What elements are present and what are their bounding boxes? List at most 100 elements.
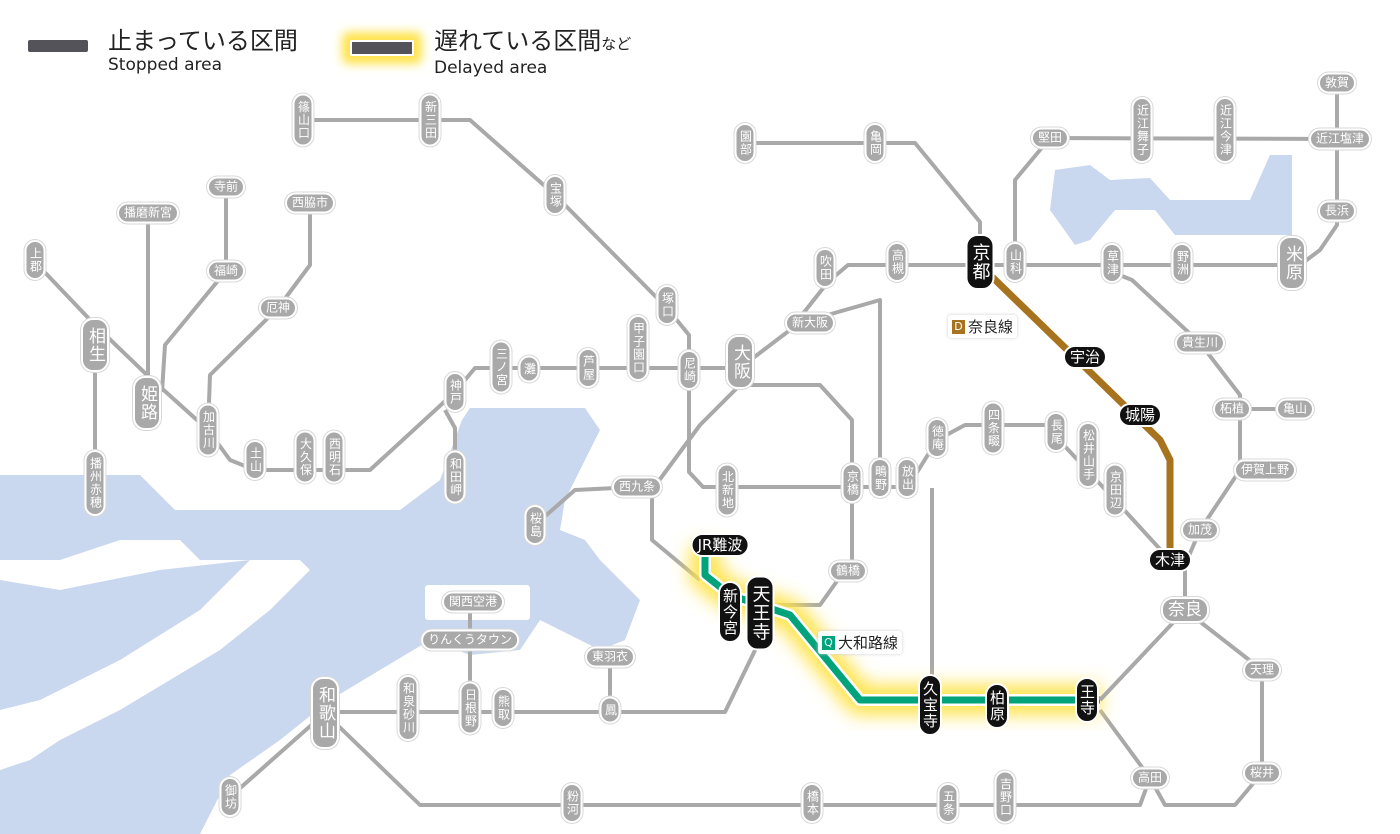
station-normal[interactable]: 御坊 xyxy=(219,777,241,817)
station-normal[interactable]: 播磨新宮 xyxy=(116,202,180,224)
station-affected[interactable]: 王寺 xyxy=(1075,677,1099,723)
station-normal[interactable]: 東羽衣 xyxy=(584,646,636,668)
station-normal[interactable]: 園部 xyxy=(734,123,756,163)
legend-delayed-en: Delayed area xyxy=(434,58,548,78)
station-normal[interactable]: 吉野口 xyxy=(994,770,1016,824)
station-normal[interactable]: 鴫野 xyxy=(869,458,891,498)
station-normal[interactable]: 長浜 xyxy=(1317,200,1357,222)
legend-delayed-suffix: など xyxy=(601,35,632,53)
station-normal[interactable]: 敦賀 xyxy=(1317,72,1357,94)
legend-delayed-jp: 遅れている区間 xyxy=(434,27,602,55)
station-normal[interactable]: 長尾 xyxy=(1045,412,1067,452)
station-normal[interactable]: 寺前 xyxy=(206,176,246,198)
line-name: 大和路線 xyxy=(838,634,899,652)
station-affected[interactable]: 天王寺 xyxy=(745,575,775,651)
station-normal[interactable]: 西脇市 xyxy=(284,192,336,214)
station-normal[interactable]: 姫路 xyxy=(133,376,161,430)
station-normal[interactable]: 灘 xyxy=(518,355,540,383)
station-normal[interactable]: 和田岬 xyxy=(444,450,466,504)
station-normal[interactable]: 西九条 xyxy=(611,476,663,498)
station-normal[interactable]: 桜井 xyxy=(1242,762,1282,784)
station-normal[interactable]: 柘植 xyxy=(1212,398,1252,420)
station-normal[interactable]: 伊賀上野 xyxy=(1233,459,1297,481)
station-normal[interactable]: 加茂 xyxy=(1180,519,1220,541)
line-label-yamatoji[interactable]: Q 大和路線 xyxy=(818,631,903,654)
station-normal[interactable]: 大久保 xyxy=(294,430,316,484)
station-normal[interactable]: 加古川 xyxy=(197,403,219,457)
station-normal[interactable]: 貴生川 xyxy=(1174,332,1226,354)
station-normal[interactable]: 近江今津 xyxy=(1214,97,1236,163)
station-normal[interactable]: 高田 xyxy=(1130,767,1170,789)
station-affected[interactable]: 木津 xyxy=(1147,548,1193,572)
station-normal[interactable]: 四条畷 xyxy=(982,401,1004,455)
station-normal[interactable]: 堅田 xyxy=(1030,127,1070,149)
station-normal[interactable]: 亀山 xyxy=(1275,398,1315,420)
station-normal[interactable]: 播州赤穂 xyxy=(84,450,106,516)
station-normal[interactable]: 土山 xyxy=(244,440,266,480)
station-normal[interactable]: 相生 xyxy=(81,318,109,372)
station-normal[interactable]: 近江舞子 xyxy=(1131,97,1153,163)
station-normal[interactable]: 宝塚 xyxy=(544,175,566,215)
station-normal[interactable]: 神戸 xyxy=(444,372,466,412)
station-normal[interactable]: 福崎 xyxy=(206,260,246,282)
water xyxy=(0,155,1292,834)
legend-stopped-en: Stopped area xyxy=(108,55,223,75)
station-normal[interactable]: 甲子園口 xyxy=(627,315,649,381)
station-normal[interactable]: 関西空港 xyxy=(441,591,505,613)
station-normal[interactable]: 粉河 xyxy=(561,783,583,823)
station-normal[interactable]: りんくうタウン xyxy=(421,629,519,651)
station-normal[interactable]: 塚口 xyxy=(656,285,678,325)
station-normal[interactable]: 草津 xyxy=(1101,243,1123,283)
station-affected[interactable]: 久宝寺 xyxy=(918,674,942,736)
station-normal[interactable]: 大阪 xyxy=(726,335,754,389)
station-normal[interactable]: 和歌山 xyxy=(311,677,339,749)
station-affected[interactable]: 城陽 xyxy=(1117,403,1163,427)
station-normal[interactable]: 奈良 xyxy=(1161,597,1209,623)
station-normal[interactable]: 熊取 xyxy=(492,688,514,728)
line-code-badge: Q xyxy=(822,635,835,650)
station-normal[interactable]: 五条 xyxy=(937,783,959,823)
station-normal[interactable]: 野洲 xyxy=(1171,243,1193,283)
station-normal[interactable]: 尼崎 xyxy=(678,350,700,390)
station-normal[interactable]: 放出 xyxy=(896,458,918,498)
legend-stopped-jp: 止まっている区間 xyxy=(108,27,298,55)
station-normal[interactable]: 厄神 xyxy=(258,297,298,319)
station-affected[interactable]: 京都 xyxy=(965,234,995,290)
station-normal[interactable]: 新大阪 xyxy=(784,312,836,334)
station-affected[interactable]: JR難波 xyxy=(690,533,750,557)
station-normal[interactable]: 山科 xyxy=(1004,242,1026,282)
station-normal[interactable]: 和泉砂川 xyxy=(397,675,419,741)
legend-delayed: 遅れている区間など Delayed area xyxy=(350,28,631,79)
station-normal[interactable]: 西明石 xyxy=(323,430,345,484)
station-normal[interactable]: 上郡 xyxy=(24,240,46,280)
station-normal[interactable]: 桜島 xyxy=(524,505,546,545)
station-normal[interactable]: 芦屋 xyxy=(577,348,599,388)
station-normal[interactable]: 徳庵 xyxy=(926,418,948,458)
station-normal[interactable]: 鶴橋 xyxy=(828,560,868,582)
station-normal[interactable]: 橋本 xyxy=(801,783,823,823)
station-normal[interactable]: 日根野 xyxy=(459,681,481,735)
station-normal[interactable]: 京田辺 xyxy=(1104,463,1126,517)
station-normal[interactable]: 北新地 xyxy=(716,463,738,517)
legend-stopped: 止まっている区間 Stopped area xyxy=(28,28,298,76)
yamatoji-nara-segment xyxy=(1098,608,1187,702)
station-normal[interactable]: 近江塩津 xyxy=(1308,128,1372,150)
station-normal[interactable]: 京橋 xyxy=(841,463,863,503)
station-normal[interactable]: 吹田 xyxy=(814,248,836,288)
line-label-nara[interactable]: D 奈良線 xyxy=(948,315,1018,338)
line-code-badge: D xyxy=(952,319,965,334)
station-normal[interactable]: 松井山手 xyxy=(1077,422,1099,488)
station-affected[interactable]: 柏原 xyxy=(985,683,1009,729)
station-affected[interactable]: 新今宮 xyxy=(718,581,742,643)
station-normal[interactable]: 新三田 xyxy=(419,93,441,147)
station-normal[interactable]: 亀岡 xyxy=(864,123,886,163)
station-normal[interactable]: 高槻 xyxy=(886,242,908,282)
line-name: 奈良線 xyxy=(968,318,1014,336)
station-normal[interactable]: 米原 xyxy=(1278,236,1306,290)
station-affected[interactable]: 宇治 xyxy=(1062,345,1108,369)
delayed-swatch xyxy=(350,40,414,56)
station-normal[interactable]: 三ノ宮 xyxy=(490,340,512,394)
station-normal[interactable]: 篠山口 xyxy=(292,93,314,147)
station-normal[interactable]: 鳳 xyxy=(599,696,621,724)
station-normal[interactable]: 天理 xyxy=(1242,659,1282,681)
